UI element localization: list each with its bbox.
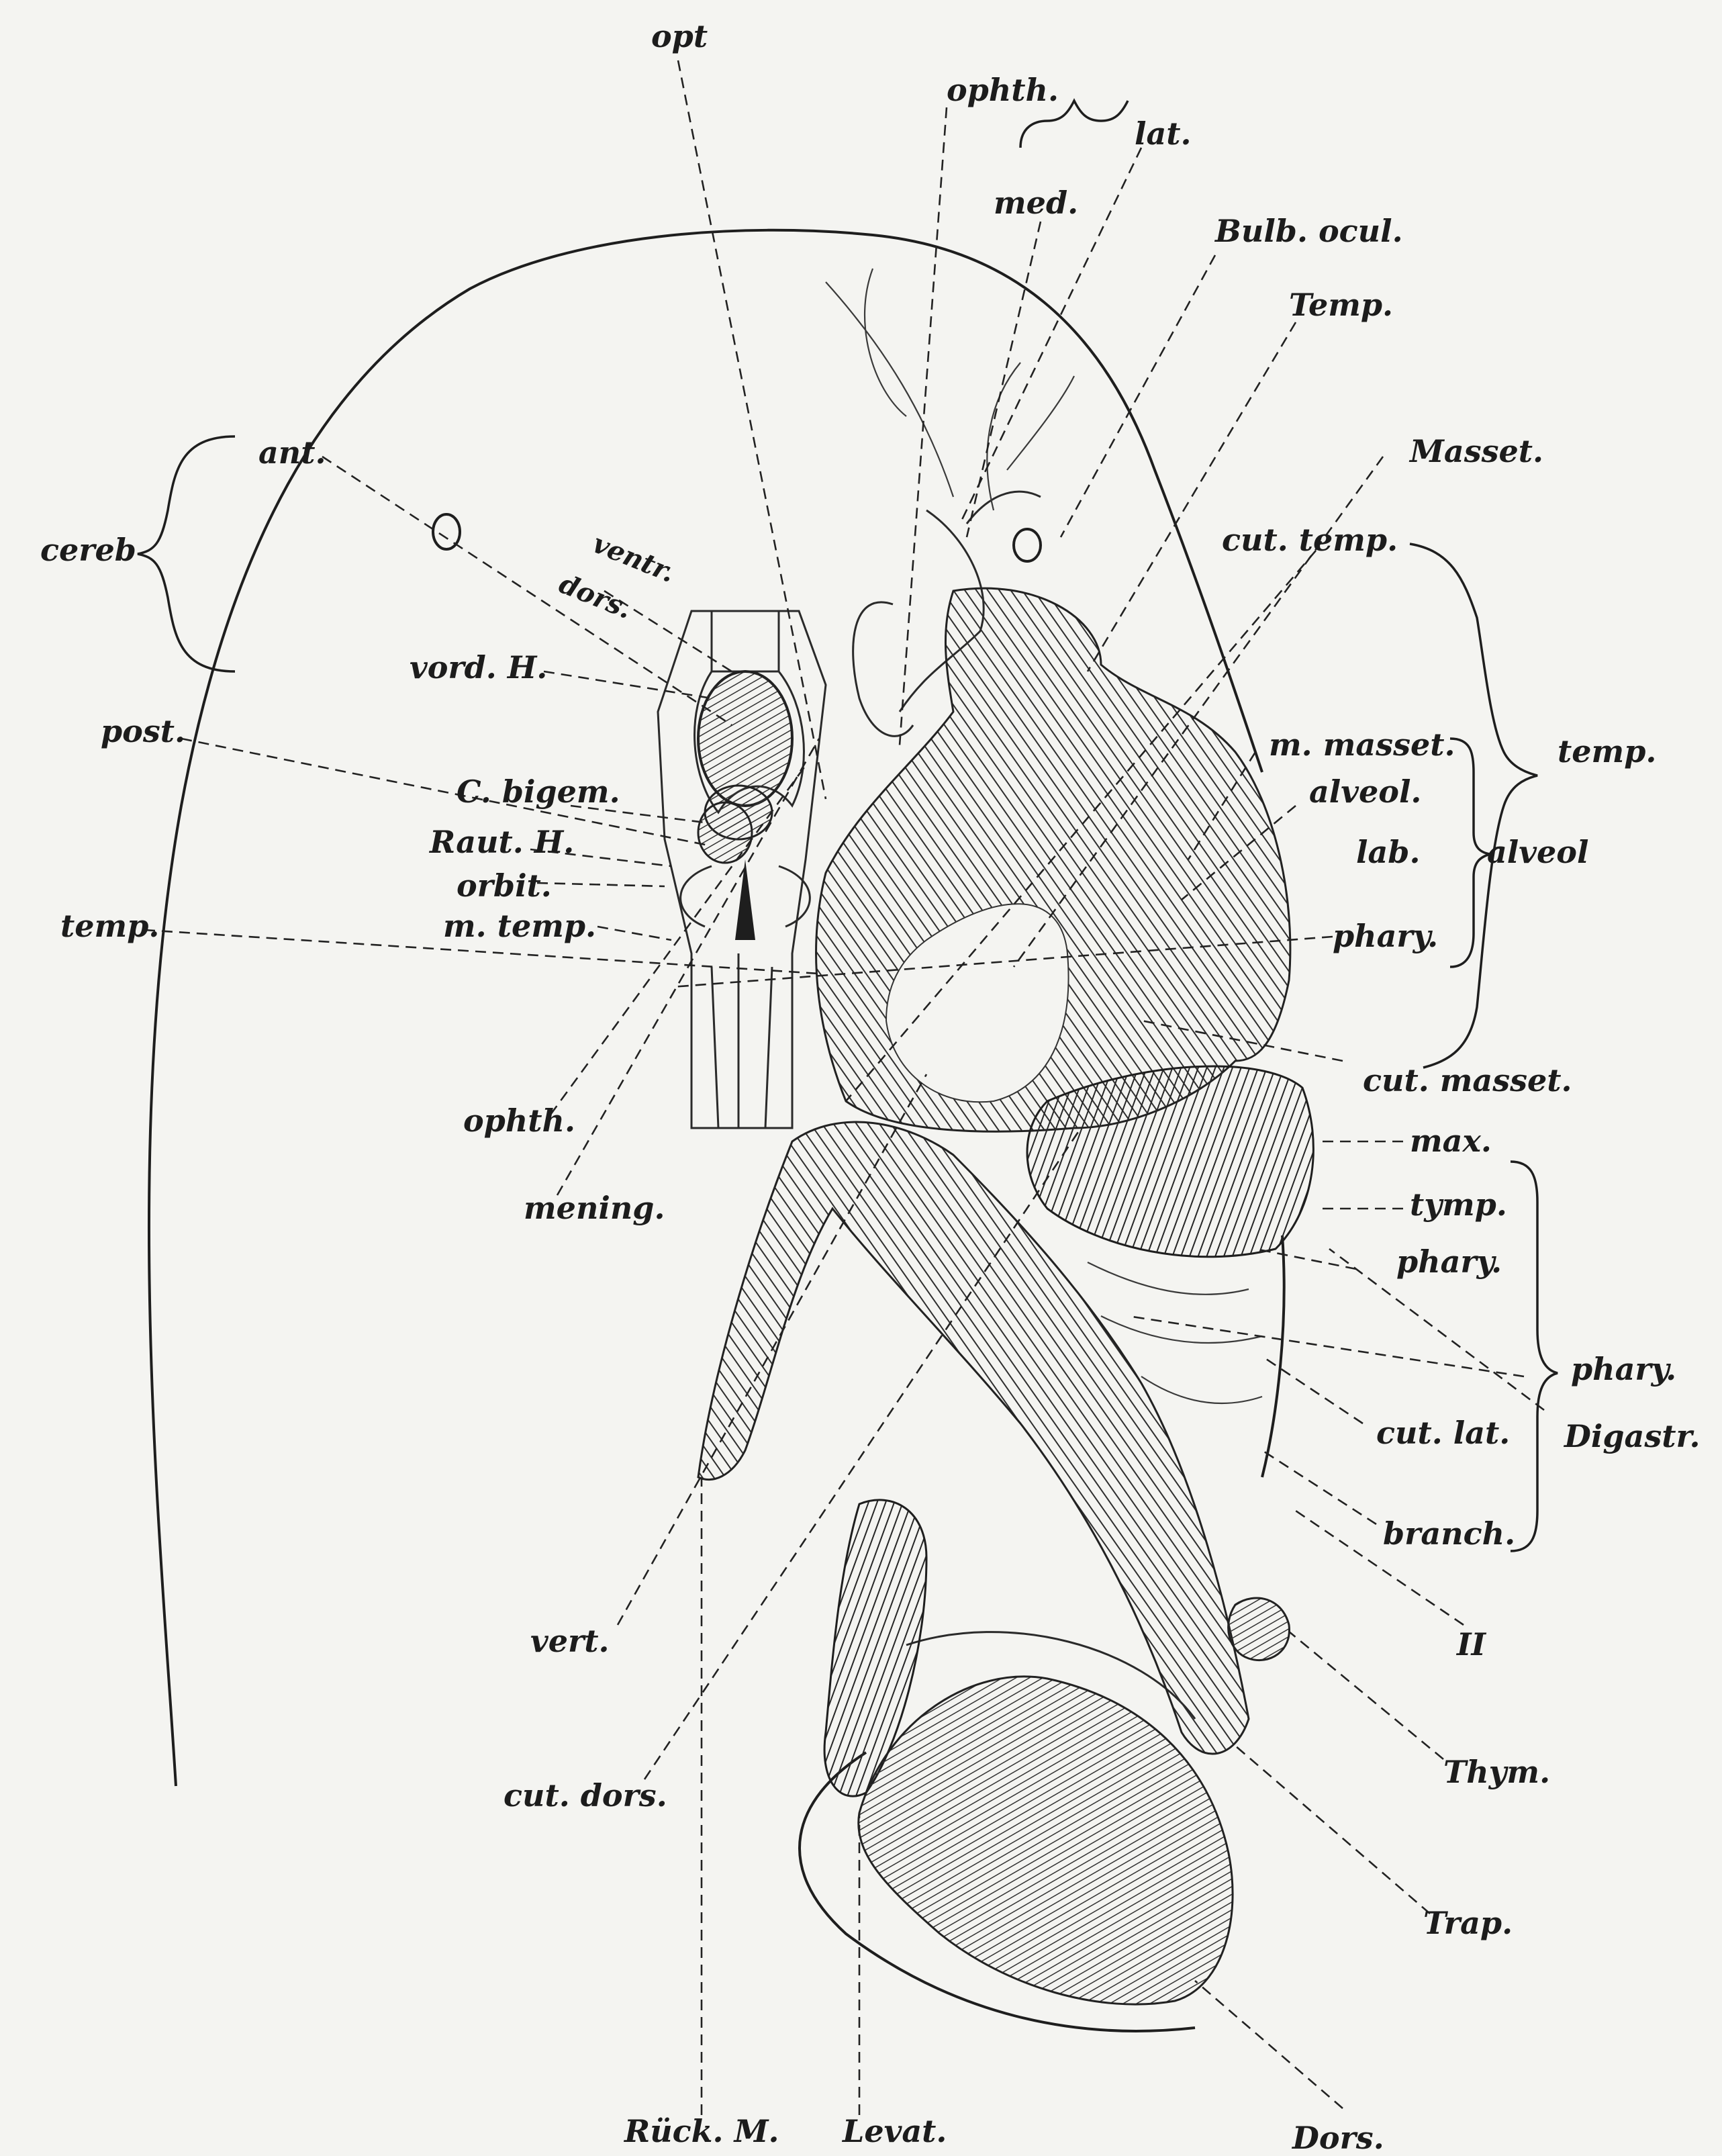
label-tymp: tymp. (1410, 1186, 1507, 1223)
label-masset: Masset. (1408, 433, 1543, 469)
label-cereb: cereb (40, 532, 136, 568)
jaw-band (1027, 1066, 1313, 1257)
label-ophth-top: ophth. (947, 72, 1059, 108)
thymus (1229, 1598, 1290, 1660)
label-alveol-right: alveol (1487, 834, 1588, 870)
label-c-bigem: C. bigem. (457, 774, 620, 810)
label-cut-dors: cut. dors. (504, 1777, 667, 1814)
label-levat: Levat. (841, 2113, 947, 2149)
label-vord-h: vord. H. (410, 649, 547, 686)
label-orbit: orbit. (457, 868, 552, 904)
label-alveol-small: alveol. (1309, 774, 1421, 810)
label-phary-3: phary. (1571, 1351, 1676, 1387)
label-digastr: Digastr. (1563, 1418, 1701, 1454)
label-temp-left: temp. (60, 908, 159, 944)
brace-cereb (138, 436, 235, 671)
label-cut-masset: cut. masset. (1363, 1062, 1572, 1098)
brace-phary (1511, 1162, 1558, 1551)
label-temp-right: temp. (1558, 733, 1656, 769)
eye-small-right (1014, 529, 1041, 561)
label-vert: vert. (530, 1623, 610, 1659)
label-cut-lat: cut. lat. (1376, 1415, 1510, 1451)
label-dors-small: dors. (555, 568, 636, 626)
label-opt: opt (651, 18, 708, 54)
label-bulb-ocul: Bulb. ocul. (1214, 213, 1403, 249)
label-trap: Trap. (1423, 1905, 1513, 1941)
label-rueck-m: Rück. M. (623, 2113, 779, 2149)
label-post: post. (101, 713, 185, 749)
label-cut-temp: cut. temp. (1222, 522, 1398, 558)
label-med: med. (994, 185, 1078, 221)
label-dors: Dors. (1291, 2120, 1384, 2156)
label-m-masset: m. masset. (1269, 727, 1455, 763)
muscle-mass (698, 588, 1313, 2004)
label-lab: lab. (1356, 834, 1420, 870)
label-mening: mening. (524, 1190, 665, 1226)
brain-diagram (658, 611, 826, 1128)
label-thym: Thym. (1443, 1754, 1550, 1790)
label-ant: ant. (258, 434, 326, 471)
label-raut-h: Raut. H. (428, 824, 574, 860)
trapezius-muscle (859, 1677, 1233, 2004)
label-roman-ii: II (1455, 1626, 1487, 1662)
label-lat: lat. (1135, 115, 1192, 152)
label-temp-upper: Temp. (1289, 287, 1393, 323)
label-m-temp: m. temp. (443, 908, 596, 944)
label-branch: branch. (1383, 1515, 1515, 1552)
label-ventr: ventr. (588, 528, 679, 589)
label-phary-1: phary. (1333, 918, 1438, 954)
label-max: max. (1410, 1123, 1492, 1159)
label-phary-2: phary. (1396, 1244, 1502, 1280)
body-outline-right (1262, 1235, 1284, 1477)
label-ophth-lower: ophth. (463, 1103, 575, 1139)
